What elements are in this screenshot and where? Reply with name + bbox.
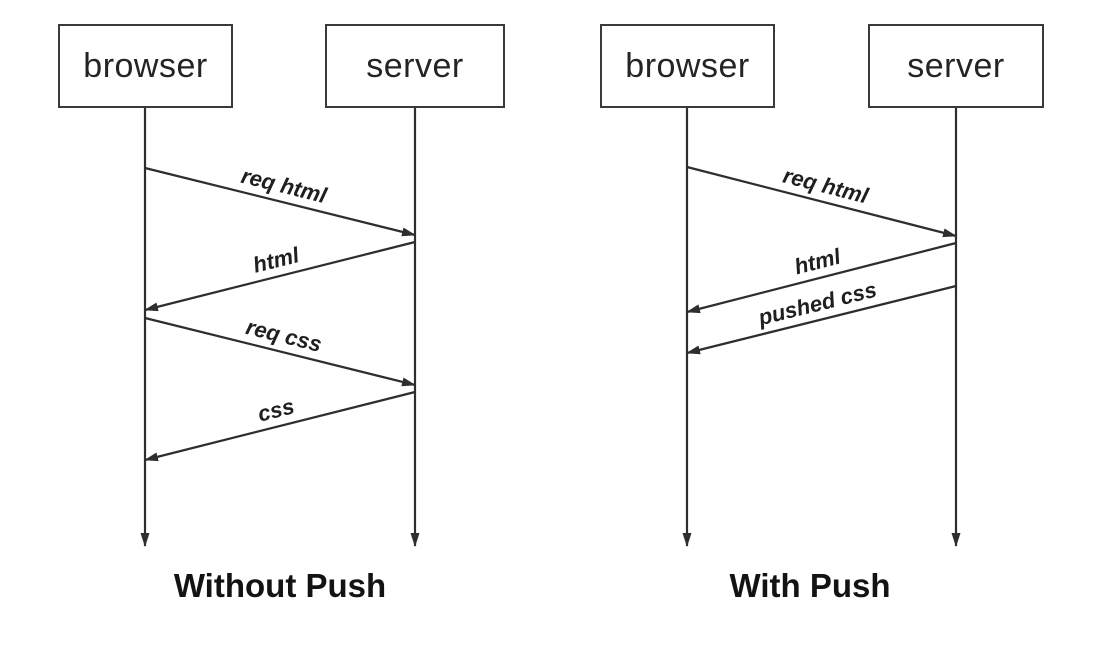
message-arrow-pushed-css [686, 284, 957, 355]
message-label-css: css [255, 393, 297, 426]
message-arrow-req-html [144, 166, 416, 237]
message-arrow-css [144, 390, 416, 462]
message-arrow-req-css [144, 316, 416, 387]
message-arrow-html [144, 240, 416, 312]
message-label-pushed-css: pushed css [755, 277, 879, 331]
message-arrow-html [686, 241, 957, 314]
message-label-req-css: req css [244, 314, 325, 357]
message-arrow-req-html [686, 165, 957, 238]
message-label-req-html: req html [239, 163, 330, 208]
